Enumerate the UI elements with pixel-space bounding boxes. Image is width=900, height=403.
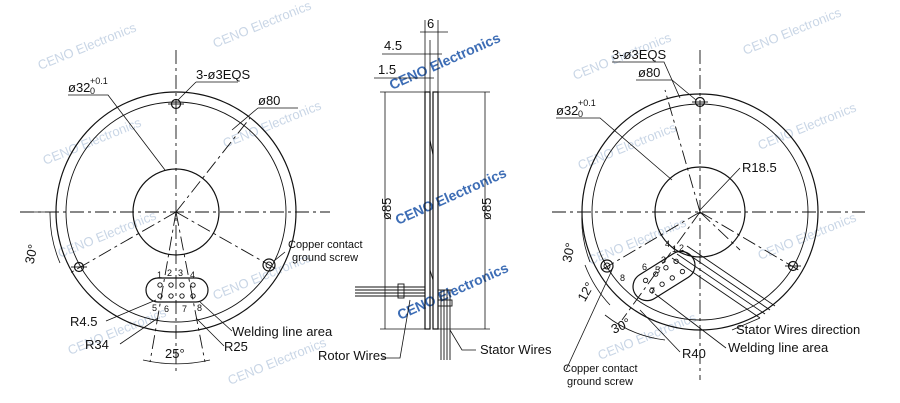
rotor-plate <box>424 91 431 330</box>
watermark-text: CENO Electronics <box>36 19 139 72</box>
right-dia-bore-tol-upper: +0.1 <box>578 98 596 108</box>
pin-label: 7 <box>650 286 655 296</box>
pin-label: 4 <box>190 270 195 280</box>
right-dia-bore-label: ø32 <box>556 103 578 118</box>
pin-label: 2 <box>167 268 172 278</box>
left-dia-bore-tol-lower: 0 <box>90 86 95 96</box>
pin-label: 8 <box>620 273 625 283</box>
rotor-wires-label: Rotor Wires <box>318 348 387 363</box>
right-holes-label: 3-ø3EQS <box>612 47 667 62</box>
left-welding-slot <box>145 277 209 303</box>
watermark-text: CENO Electronics <box>586 214 689 267</box>
right-dia-bore-tol-lower: 0 <box>578 109 583 119</box>
left-holes-label: 3-ø3EQS <box>196 67 251 82</box>
left-r-small-label: R4.5 <box>70 314 97 329</box>
pin-label: 8 <box>197 303 202 313</box>
watermark-text-center: CENO Electronics <box>387 29 503 92</box>
right-view: 1 2 3 4 5 6 7 8 3-ø3EQS ø80 ø32 +0.1 0 R… <box>552 47 865 388</box>
side-dim-15: 1.5 <box>378 62 396 77</box>
watermark-text: CENO Electronics <box>56 207 159 260</box>
right-angle-30b: 30° <box>609 315 633 337</box>
right-dia-outer-label: ø80 <box>638 65 660 80</box>
left-view: 1 2 3 4 5 6 7 8 ø32 +0.1 0 3-ø3EQS ø80 3… <box>20 50 363 375</box>
side-view: 6 4.5 1.5 ø85 ø85 Rotor Wires Stator Wir… <box>318 16 552 363</box>
watermark-text: CENO Electronics <box>741 4 844 57</box>
left-r34-label: R34 <box>85 337 109 352</box>
left-ground-screw-label: ground screw <box>292 252 358 264</box>
left-ground-screw-label: Copper contact <box>288 239 363 251</box>
side-dia-right: ø85 <box>479 198 494 220</box>
side-dia-left: ø85 <box>379 198 394 220</box>
pin-label: 5 <box>152 303 157 313</box>
right-ground-screw <box>600 259 614 273</box>
left-bore-circle <box>132 168 220 256</box>
right-bore-circle <box>654 166 746 258</box>
left-ground-screw <box>262 258 276 272</box>
stator-wires-label: Stator Wires <box>480 342 552 357</box>
pin-label: 6 <box>642 262 647 272</box>
pin-label: 6 <box>164 304 169 314</box>
left-angle-25: 25° <box>165 346 185 361</box>
pin-label: 7 <box>182 304 187 314</box>
pin-label: 1 <box>157 270 162 280</box>
left-dia-bore-label: ø32 <box>68 80 90 95</box>
pin-label: 5 <box>655 265 660 275</box>
watermark-text: CENO Electronics <box>756 99 859 152</box>
stator-plate <box>432 91 439 330</box>
right-r18-label: R18.5 <box>742 160 777 175</box>
pin-label: 1 <box>672 244 677 254</box>
side-dim-45: 4.5 <box>384 38 402 53</box>
right-ground-screw-label: ground screw <box>567 376 633 388</box>
watermark-text-center: CENO Electronics <box>395 259 511 322</box>
left-r25-label: R25 <box>224 339 248 354</box>
pin-label: 2 <box>679 243 684 253</box>
side-dim-6: 6 <box>427 16 434 31</box>
right-r40-label: R40 <box>682 346 706 361</box>
right-welding-label: Welding line area <box>728 340 829 355</box>
watermark-text: CENO Electronics <box>211 0 314 51</box>
left-dia-outer-label: ø80 <box>258 93 280 108</box>
left-welding-label: Welding line area <box>232 324 333 339</box>
right-stator-dir-label: Stator Wires direction <box>736 322 860 337</box>
right-ground-screw-label: Copper contact <box>563 363 638 375</box>
right-angle-30: 30° <box>559 241 578 263</box>
left-angle-30: 30° <box>22 243 41 265</box>
watermark-text: CENO Electronics <box>756 209 859 262</box>
pin-label: 4 <box>665 239 670 249</box>
left-dia-bore-tol-upper: +0.1 <box>90 76 108 86</box>
pin-label: 3 <box>178 268 183 278</box>
pin-label: 3 <box>661 255 666 265</box>
watermark-text: CENO Electronics <box>576 119 679 172</box>
